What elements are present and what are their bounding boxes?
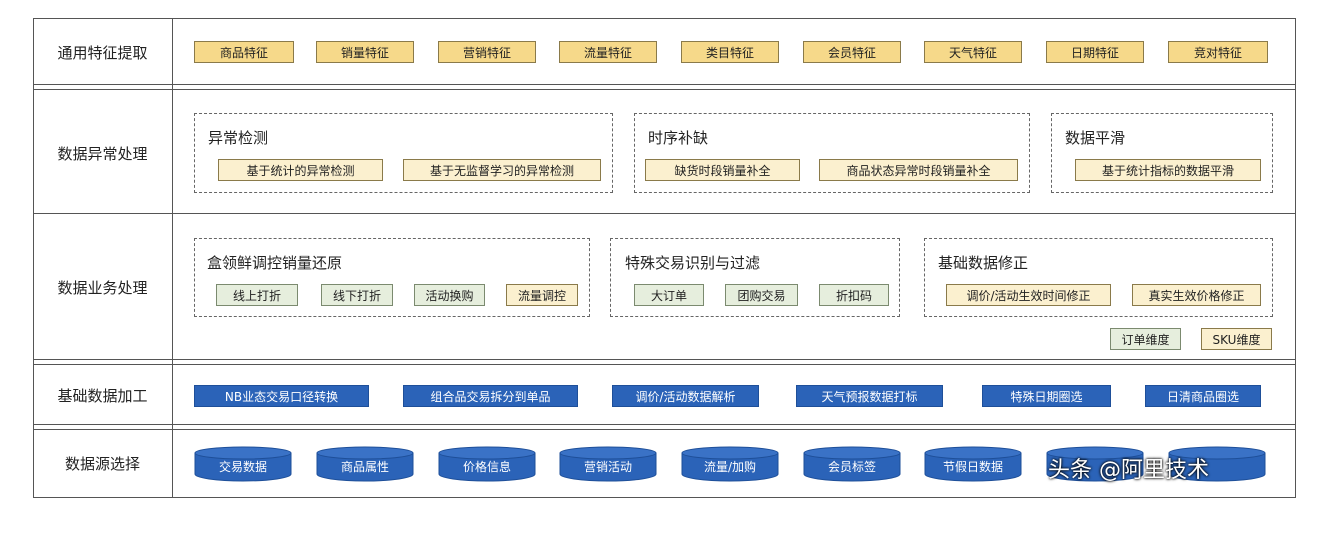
data-source-label: 价格信息 xyxy=(462,460,511,474)
data-source-label: 营销活动 xyxy=(583,460,632,474)
processing-chip: 日清商品圈选 xyxy=(1145,385,1261,407)
row-label-features: 通用特征提取 xyxy=(57,44,148,62)
group-title: 盒领鲜调控销量还原 xyxy=(207,254,343,272)
data-source-label: 节假日数据 xyxy=(942,460,1003,474)
data-source-label: 流量/加购 xyxy=(703,460,757,474)
row-divider xyxy=(33,89,1296,90)
data-source-label: 会员标签 xyxy=(827,460,876,474)
processing-chip: 特殊日期圈选 xyxy=(982,385,1111,407)
group-anomaly-detect xyxy=(194,113,613,193)
business-chip: 流量调控 xyxy=(506,284,578,306)
business-chip: 线下打折 xyxy=(321,284,393,306)
business-chip: 大订单 xyxy=(634,284,704,306)
feature-chip: 类目特征 xyxy=(681,41,779,63)
business-chip: 线上打折 xyxy=(216,284,298,306)
row-label-anomaly: 数据异常处理 xyxy=(57,145,148,163)
processing-chip: 调价/活动数据解析 xyxy=(612,385,759,407)
anomaly-chip: 商品状态异常时段销量补全 xyxy=(819,159,1018,181)
data-source-cylinder: 商品属性 xyxy=(316,446,414,482)
data-source-cylinder: 会员标签 xyxy=(803,446,901,482)
data-source-cylinder xyxy=(1168,446,1266,482)
label-divider xyxy=(172,18,173,498)
data-source-cylinder: 节假日数据 xyxy=(924,446,1022,482)
anomaly-chip: 基于统计指标的数据平滑 xyxy=(1075,159,1261,181)
watermark: 头条 @阿里技术 xyxy=(1048,458,1209,483)
business-chip: 调价/活动生效时间修正 xyxy=(946,284,1111,306)
row-divider xyxy=(33,359,1296,360)
data-source-cylinder: 价格信息 xyxy=(438,446,536,482)
business-chip: 真实生效价格修正 xyxy=(1132,284,1261,306)
business-chip: 团购交易 xyxy=(725,284,798,306)
diagram-frame xyxy=(33,18,1296,498)
processing-chip: 天气预报数据打标 xyxy=(796,385,943,407)
business-chip: 活动换购 xyxy=(414,284,485,306)
group-smooth xyxy=(1051,113,1273,193)
data-source-cylinder: 营销活动 xyxy=(559,446,657,482)
feature-chip: 营销特征 xyxy=(438,41,536,63)
dimension-chip: SKU维度 xyxy=(1201,328,1272,350)
anomaly-chip: 基于无监督学习的异常检测 xyxy=(403,159,601,181)
group-title: 数据平滑 xyxy=(1065,129,1126,147)
group-time-fill xyxy=(634,113,1030,193)
row-divider xyxy=(33,364,1296,365)
processing-chip: 组合品交易拆分到单品 xyxy=(403,385,578,407)
row-label-processing: 基础数据加工 xyxy=(57,387,148,405)
row-divider xyxy=(33,424,1296,425)
anomaly-chip: 缺货时段销量补全 xyxy=(645,159,800,181)
business-chip: 折扣码 xyxy=(819,284,889,306)
row-divider xyxy=(33,213,1296,214)
dimension-chip: 订单维度 xyxy=(1110,328,1181,350)
data-source-label: 商品属性 xyxy=(340,460,389,474)
feature-chip: 天气特征 xyxy=(924,41,1022,63)
row-label-business: 数据业务处理 xyxy=(57,279,148,297)
anomaly-chip: 基于统计的异常检测 xyxy=(218,159,383,181)
group-fix xyxy=(924,238,1273,317)
group-restore xyxy=(194,238,590,317)
data-source-label: 交易数据 xyxy=(218,460,267,474)
data-source-cylinder xyxy=(1046,446,1144,482)
feature-chip: 日期特征 xyxy=(1046,41,1144,63)
data-source-cylinder: 流量/加购 xyxy=(681,446,779,482)
data-source-cylinder: 交易数据 xyxy=(194,446,292,482)
row-label-source: 数据源选择 xyxy=(64,455,140,473)
feature-chip: 商品特征 xyxy=(194,41,294,63)
row-divider xyxy=(33,84,1296,85)
group-title: 时序补缺 xyxy=(648,129,709,147)
group-title: 异常检测 xyxy=(208,129,269,147)
group-title: 特殊交易识别与过滤 xyxy=(625,254,761,272)
group-special xyxy=(610,238,900,317)
feature-chip: 会员特征 xyxy=(803,41,901,63)
feature-chip: 销量特征 xyxy=(316,41,414,63)
row-divider xyxy=(33,429,1296,430)
group-title: 基础数据修正 xyxy=(938,254,1029,272)
feature-chip: 流量特征 xyxy=(559,41,657,63)
feature-chip: 竞对特征 xyxy=(1168,41,1268,63)
processing-chip: NB业态交易口径转换 xyxy=(194,385,369,407)
